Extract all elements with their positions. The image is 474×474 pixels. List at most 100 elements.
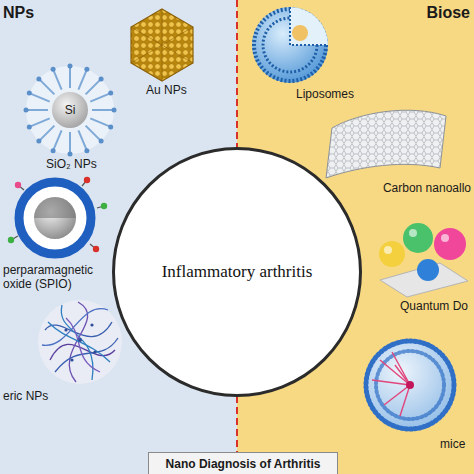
particle-label: Carbon nanoallo xyxy=(383,182,471,196)
liposome xyxy=(290,7,328,45)
spio-nanoparticle xyxy=(93,246,99,252)
silica-nanoparticle xyxy=(108,91,113,96)
quantum-dots xyxy=(379,223,468,297)
liposome xyxy=(292,25,308,41)
silica-nanoparticle xyxy=(78,69,87,89)
silica-nanoparticle xyxy=(39,126,55,142)
silica-nanoparticle xyxy=(24,64,117,157)
micelle xyxy=(366,341,454,429)
spio-nanoparticle xyxy=(15,182,21,188)
polymeric-nanoparticle xyxy=(64,323,96,361)
carbon-nanoalloy-sheet xyxy=(326,110,446,178)
silica-nanoparticle xyxy=(26,109,48,111)
silica-nanoparticle xyxy=(90,93,110,102)
liposome xyxy=(252,7,328,83)
caption-box: Nano Diagnosis of Arthritis xyxy=(148,452,338,474)
silica-nanoparticle xyxy=(84,148,89,153)
silica-nanoparticle xyxy=(90,118,110,127)
gold-nanoparticle xyxy=(131,9,193,81)
silica-nanoparticle xyxy=(26,66,114,154)
micelle xyxy=(400,385,410,416)
silica-nanoparticle xyxy=(92,109,114,111)
polymeric-nanoparticle xyxy=(64,328,67,331)
silica-nanoparticle xyxy=(26,66,114,154)
spio-nanoparticle xyxy=(8,177,107,254)
quantum-dots xyxy=(409,229,417,237)
silica-nanoparticle xyxy=(69,66,71,88)
silica-nanoparticle xyxy=(68,152,73,157)
quantum-dots xyxy=(434,228,466,260)
spio-nanoparticle xyxy=(84,177,90,183)
silica-nanoparticle xyxy=(112,108,117,113)
silica-nanoparticle xyxy=(84,67,89,72)
silica-nanoparticle xyxy=(24,64,117,157)
silica-nanoparticle xyxy=(29,93,49,102)
micelle xyxy=(372,352,410,416)
polymeric-nanoparticle xyxy=(45,322,112,337)
panel-heading: Biose xyxy=(426,4,470,22)
particle-label: Au NPs xyxy=(146,84,187,98)
spio-nanoparticle xyxy=(34,197,76,218)
central-circle: Inflammatory arthritis xyxy=(112,147,362,397)
silica-nanoparticle xyxy=(51,148,56,153)
micelle xyxy=(392,352,410,385)
polymeric-nanoparticle xyxy=(70,358,73,361)
silica-nanoparticle xyxy=(53,69,62,89)
silica-nanoparticle xyxy=(68,64,73,69)
spio-nanoparticle xyxy=(19,182,91,254)
silica-nanoparticle xyxy=(27,124,32,129)
polymeric-nanoparticle xyxy=(48,322,110,362)
silica-nanoparticle xyxy=(53,130,62,150)
quantum-dots xyxy=(403,223,433,253)
silica-nanoparticle xyxy=(51,67,56,72)
particle-label: perparamagnetic oxide (SPIO) xyxy=(3,264,103,292)
micelle xyxy=(372,380,410,385)
polymeric-nanoparticle xyxy=(93,350,96,353)
polymeric-nanoparticle xyxy=(66,318,100,372)
silica-nanoparticle xyxy=(69,132,71,154)
core-label: Si xyxy=(65,103,76,117)
polymeric-nanoparticle xyxy=(42,302,118,382)
silica-nanoparticle xyxy=(86,79,102,95)
silica-nanoparticle xyxy=(27,91,32,96)
particle-label: eric NPs xyxy=(3,390,48,404)
quantum-dots xyxy=(441,234,449,242)
silica-nanoparticle xyxy=(99,139,104,144)
circle-title: Inflammatory arthritis xyxy=(162,262,313,282)
silica-nanoparticle xyxy=(24,108,29,113)
silica-nanoparticle xyxy=(39,79,55,95)
micelle xyxy=(364,339,456,431)
polymeric-nanoparticle xyxy=(90,323,93,326)
spio-nanoparticle xyxy=(8,237,14,243)
spio-nanoparticle xyxy=(34,197,76,239)
liposome xyxy=(290,7,328,45)
particle-label: mice xyxy=(440,438,465,452)
quantum-dots xyxy=(384,246,392,254)
polymeric-nanoparticle xyxy=(38,300,122,384)
polymeric-nanoparticle xyxy=(38,300,122,384)
particle-label: Quantum Do xyxy=(400,300,468,314)
silica-nanoparticle xyxy=(86,126,102,142)
silica-core: Si xyxy=(52,92,88,128)
silica-nanoparticle xyxy=(78,130,87,150)
caption-text: Nano Diagnosis of Arthritis xyxy=(166,457,321,471)
polymeric-nanoparticle xyxy=(78,338,82,342)
particle-label: SiO₂ NPs xyxy=(46,158,97,172)
silica-nanoparticle xyxy=(29,118,49,127)
micelle xyxy=(406,381,414,389)
quantum-dots xyxy=(379,241,405,267)
gold-nanoparticle xyxy=(131,9,193,81)
spio-nanoparticle xyxy=(101,203,107,209)
liposome xyxy=(252,7,328,83)
quantum-dots xyxy=(417,259,439,281)
silica-nanoparticle xyxy=(99,76,104,81)
silica-nanoparticle xyxy=(36,76,41,81)
silica-nanoparticle xyxy=(36,139,41,144)
micelle xyxy=(364,339,456,431)
polymeric-nanoparticle xyxy=(55,338,118,372)
carbon-nanoalloy-sheet xyxy=(326,110,446,178)
particle-label: Liposomes xyxy=(296,88,354,102)
silica-nanoparticle xyxy=(108,124,113,129)
